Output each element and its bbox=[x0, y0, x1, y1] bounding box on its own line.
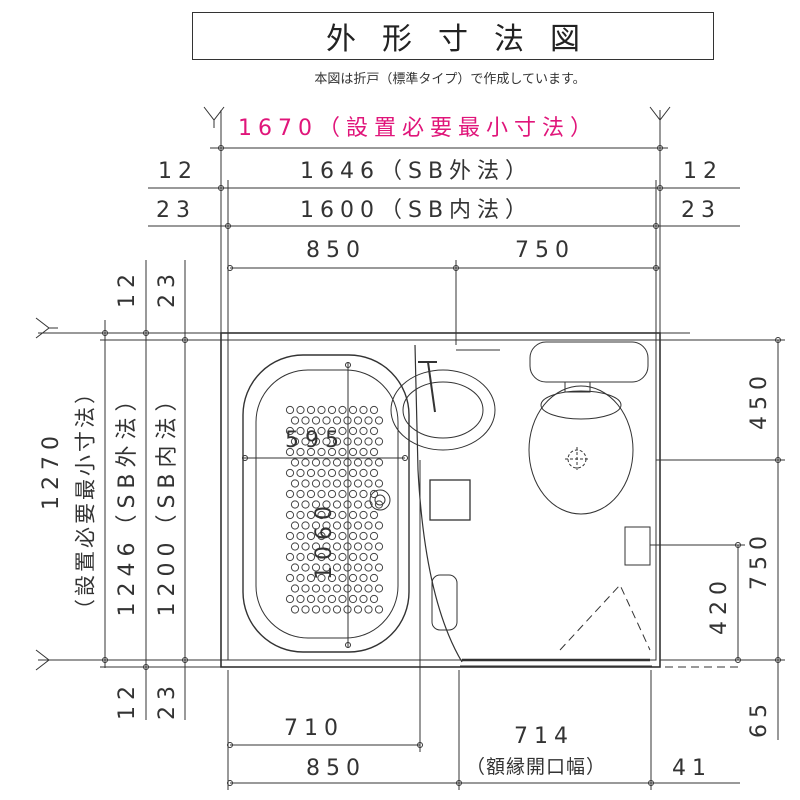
toilet-tank bbox=[529, 341, 649, 383]
shelf bbox=[429, 479, 471, 521]
unit-outline-outer bbox=[220, 332, 661, 668]
label-left-outer-bottom: 12 bbox=[115, 680, 140, 720]
label-bottom-right: 41 bbox=[672, 756, 712, 781]
label-left-span: 850 bbox=[306, 238, 366, 263]
unit-outline-inner bbox=[227, 339, 657, 661]
paper-holder bbox=[624, 526, 651, 566]
label-inner-height: 1200（SB内法） bbox=[155, 383, 180, 617]
label-outer-height: 1246（SB外法） bbox=[115, 383, 140, 617]
door-swing bbox=[559, 584, 651, 651]
reference-marker-top-left bbox=[203, 106, 225, 128]
drain-icon bbox=[369, 489, 391, 511]
mat-icon bbox=[431, 574, 458, 631]
sink-inner bbox=[402, 381, 484, 439]
label-left-outer-top: 12 bbox=[115, 268, 140, 308]
bathtub-inner bbox=[255, 369, 399, 639]
label-left-inner-bottom: 23 bbox=[155, 680, 180, 720]
label-install-height: 1270 bbox=[39, 430, 64, 510]
label-tub-width: 595 bbox=[285, 428, 345, 453]
reference-marker-left-top bbox=[35, 317, 58, 339]
label-tub-length: 1060 bbox=[312, 500, 337, 580]
label-top-inner-right: 23 bbox=[681, 198, 721, 223]
label-tub-span: 710 bbox=[284, 716, 344, 741]
toilet-seat-top bbox=[540, 390, 622, 420]
label-bottom-left: 850 bbox=[306, 756, 366, 781]
label-inner-width: 1600（SB内法） bbox=[300, 198, 534, 223]
label-right-upper: 450 bbox=[747, 370, 772, 430]
reference-marker-left-bottom bbox=[35, 649, 58, 671]
label-install-width: 1670（設置必要最小寸法） bbox=[238, 116, 598, 141]
tub-texture bbox=[285, 405, 384, 614]
drawing-note: 本図は折戸（標準タイプ）で作成しています。 bbox=[314, 72, 586, 87]
label-install-height-note: （設置必要最小寸法） bbox=[73, 380, 98, 620]
bathtub-outer bbox=[242, 354, 410, 653]
partition-wall bbox=[414, 344, 463, 663]
label-right-span: 750 bbox=[515, 238, 575, 263]
page-title: 外形寸法図 bbox=[326, 22, 606, 57]
label-top-outer-right: 12 bbox=[683, 159, 723, 184]
toilet-bowl bbox=[528, 385, 634, 515]
label-outer-width: 1646（SB外法） bbox=[300, 159, 534, 184]
label-top-outer-left: 12 bbox=[158, 159, 198, 184]
label-right-bottom: 65 bbox=[747, 698, 772, 738]
reference-marker-top-right bbox=[649, 106, 671, 128]
label-door-width-note: （額縁開口幅） bbox=[466, 756, 607, 778]
label-door-offset: 420 bbox=[707, 575, 732, 635]
label-right-lower: 750 bbox=[747, 530, 772, 590]
sink-outer bbox=[390, 369, 496, 451]
label-left-inner-top: 23 bbox=[155, 268, 180, 308]
title-box: 外形寸法図 bbox=[192, 12, 714, 60]
label-door-width: 714 bbox=[514, 724, 574, 749]
label-top-inner-left: 23 bbox=[156, 198, 196, 223]
